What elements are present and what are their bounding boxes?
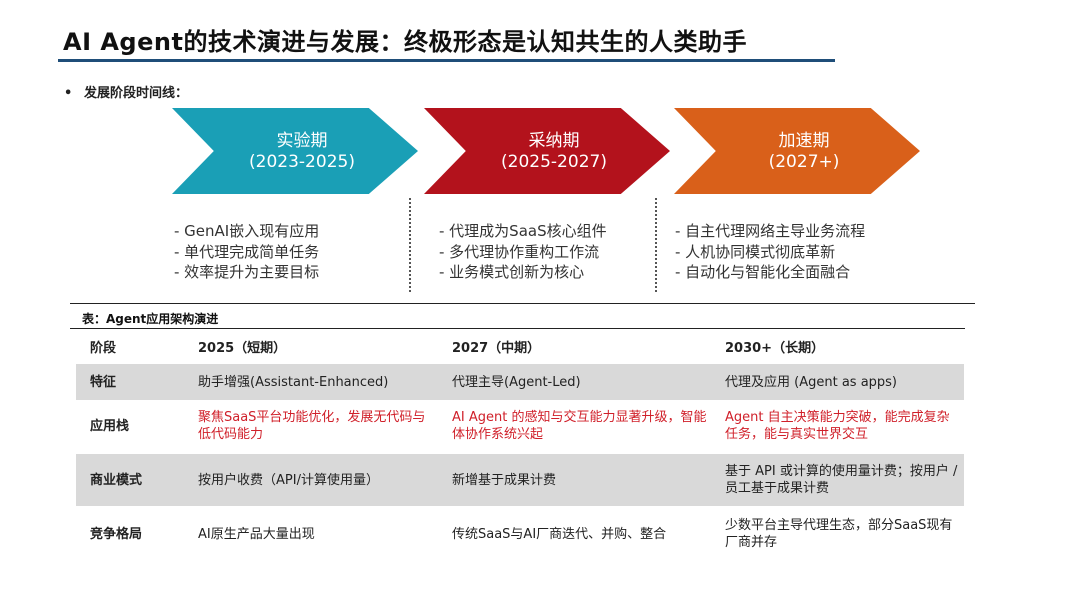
timeline-label: 发展阶段时间线： — [84, 86, 189, 101]
stage-point: - 自动化与智能化全面融合 — [675, 263, 851, 281]
stage-name: 加速期 — [778, 131, 830, 151]
stage-point: - 代理成为SaaS核心组件 — [439, 222, 607, 240]
table-cell: 聚焦SaaS平台功能优化，发展无代码与低代码能力 — [198, 410, 426, 442]
table-caption: 表：Agent应用架构演进 — [82, 312, 219, 326]
table-cell: 代理及应用 (Agent as apps) — [725, 375, 898, 390]
row-label: 竞争格局 — [90, 527, 143, 542]
bullet-dot: • — [64, 86, 73, 101]
table-cell: 代理主导(Agent-Led) — [452, 375, 581, 390]
stage-arrow-adoption: 采纳期 (2025-2027) — [424, 108, 670, 194]
stage-arrow-acceleration: 加速期 (2027+) — [674, 108, 920, 194]
table-cell: 传统SaaS与AI厂商迭代、并购、整合 — [452, 527, 667, 542]
stage-point: - 业务模式创新为核心 — [439, 263, 585, 281]
stage-name: 实验期 — [276, 131, 328, 151]
stage-point: - 人机协同模式彻底革新 — [675, 242, 836, 261]
table-cell: Agent 自主决策能力突破，能完成复杂任务，能与真实世界交互 — [725, 410, 950, 442]
stage-point: - GenAI嵌入现有应用 — [174, 222, 320, 240]
stage-point: - 效率提升为主要目标 — [174, 263, 320, 281]
stage-years: (2023-2025) — [249, 152, 355, 172]
header-cell: 2025（短期） — [198, 341, 287, 356]
header-cell: 2030+（长期） — [725, 341, 825, 356]
header-cell: 阶段 — [90, 341, 117, 356]
title-underline — [58, 59, 835, 62]
stage-divider — [655, 198, 657, 292]
stage-years: (2027+) — [768, 152, 840, 172]
row-label: 应用栈 — [90, 419, 130, 434]
stage-points-acceleration: - 自主代理网络主导业务流程 - 人机协同模式彻底革新 - 自动化与智能化全面融… — [675, 221, 865, 283]
stage-points-experiment: - GenAI嵌入现有应用 - 单代理完成简单任务 - 效率提升为主要目标 — [174, 221, 319, 283]
table-cell: AI Agent 的感知与交互能力显著升级，智能体协作系统兴起 — [452, 410, 707, 442]
stage-divider — [409, 198, 411, 292]
table-row: 应用栈 聚焦SaaS平台功能优化，发展无代码与低代码能力 AI Agent 的感… — [76, 400, 964, 452]
table-cell: 新增基于成果计费 — [452, 473, 557, 488]
table-row: 特征 助手增强(Assistant-Enhanced) 代理主导(Agent-L… — [76, 364, 964, 400]
table-cell: AI原生产品大量出现 — [198, 527, 315, 542]
page-title: AI Agent的技术演进与发展：终极形态是认知共生的人类助手 — [63, 28, 747, 56]
stage-point: - 多代理协作重构工作流 — [439, 242, 600, 261]
row-label: 商业模式 — [90, 473, 143, 488]
caption-rule — [70, 328, 965, 329]
stage-point: - 自主代理网络主导业务流程 — [675, 222, 866, 240]
table-row: 商业模式 按用户收费（API/计算使用量） 新增基于成果计费 基于 API 或计… — [76, 454, 964, 506]
stage-point: - 单代理完成简单任务 — [174, 242, 320, 261]
timeline-heading: • 发展阶段时间线： — [64, 82, 188, 101]
table-header-row: 阶段 2025（短期） 2027（中期） 2030+（长期） — [76, 334, 964, 364]
table-top-rule — [70, 303, 975, 304]
table-cell: 少数平台主导代理生态，部分SaaS现有厂商并存 — [725, 518, 953, 550]
table-cell: 助手增强(Assistant-Enhanced) — [198, 375, 389, 390]
stage-arrow-experiment: 实验期 (2023-2025) — [172, 108, 418, 194]
stage-name: 采纳期 — [528, 131, 580, 151]
header-cell: 2027（中期） — [452, 341, 541, 356]
stage-points-adoption: - 代理成为SaaS核心组件 - 多代理协作重构工作流 - 业务模式创新为核心 — [439, 221, 607, 283]
row-label: 特征 — [90, 375, 117, 390]
table-cell: 基于 API 或计算的使用量计费；按用户 / 员工基于成果计费 — [725, 464, 958, 496]
table-cell: 按用户收费（API/计算使用量） — [198, 473, 379, 488]
stage-years: (2025-2027) — [501, 152, 607, 172]
table-row: 竞争格局 AI原生产品大量出现 传统SaaS与AI厂商迭代、并购、整合 少数平台… — [76, 508, 964, 560]
